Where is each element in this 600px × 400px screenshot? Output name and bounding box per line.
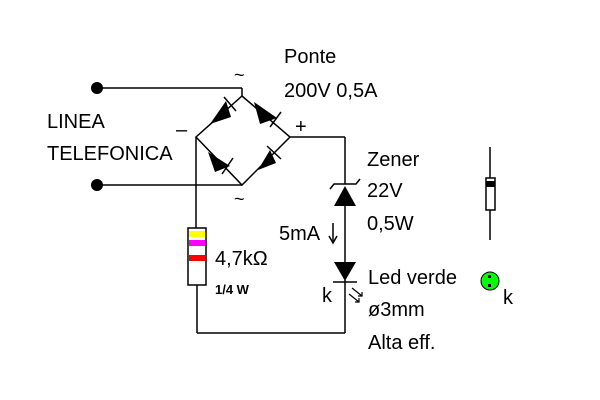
line-label-1: LINEA xyxy=(47,111,105,133)
current-arrow-icon xyxy=(328,223,338,245)
light-emission-arrows-icon xyxy=(348,287,363,303)
component-cathode-band xyxy=(486,181,495,187)
terminal-dot-icon xyxy=(91,179,103,191)
ac-symbol-bottom: ~ xyxy=(234,189,245,209)
led-label-1: Led verde xyxy=(368,267,457,289)
diode-icon xyxy=(210,96,237,124)
resistor-band-4 xyxy=(189,255,205,261)
bridge-label-1: Ponte xyxy=(284,46,336,68)
resistor-band-2 xyxy=(189,240,205,246)
diode-icon xyxy=(258,145,282,170)
zener-diode-icon xyxy=(329,178,361,206)
led-label-2: ø3mm xyxy=(368,299,425,321)
led-pinout-icon xyxy=(480,271,500,291)
minus-symbol: – xyxy=(176,119,188,141)
led-icon xyxy=(333,262,357,283)
plus-symbol: + xyxy=(295,116,307,138)
zener-label-1: Zener xyxy=(367,149,420,171)
resistor-power-label: 1/4 W xyxy=(215,282,250,297)
led-label-3: Alta eff. xyxy=(368,332,435,354)
pinout-cathode-label: k xyxy=(503,287,514,309)
resistor-value-label: 4,7kΩ xyxy=(215,248,268,270)
diode-icon xyxy=(254,102,282,128)
bridge-label-2: 200V 0,5A xyxy=(284,80,378,102)
terminal-dot-icon xyxy=(91,82,103,94)
zener-label-3: 0,5W xyxy=(367,213,414,235)
resistor-body-icon xyxy=(187,227,207,286)
led-cathode-label: k xyxy=(322,285,333,307)
line-label-2: TELEFONICA xyxy=(47,143,173,165)
diode-icon xyxy=(208,152,234,175)
resistor-band-3 xyxy=(189,249,205,255)
resistor-band-1 xyxy=(189,231,205,237)
zener-label-2: 22V xyxy=(367,180,403,202)
bridge-diamond xyxy=(194,95,292,187)
current-label: 5mA xyxy=(279,223,321,245)
ac-symbol-top: ~ xyxy=(234,65,245,85)
